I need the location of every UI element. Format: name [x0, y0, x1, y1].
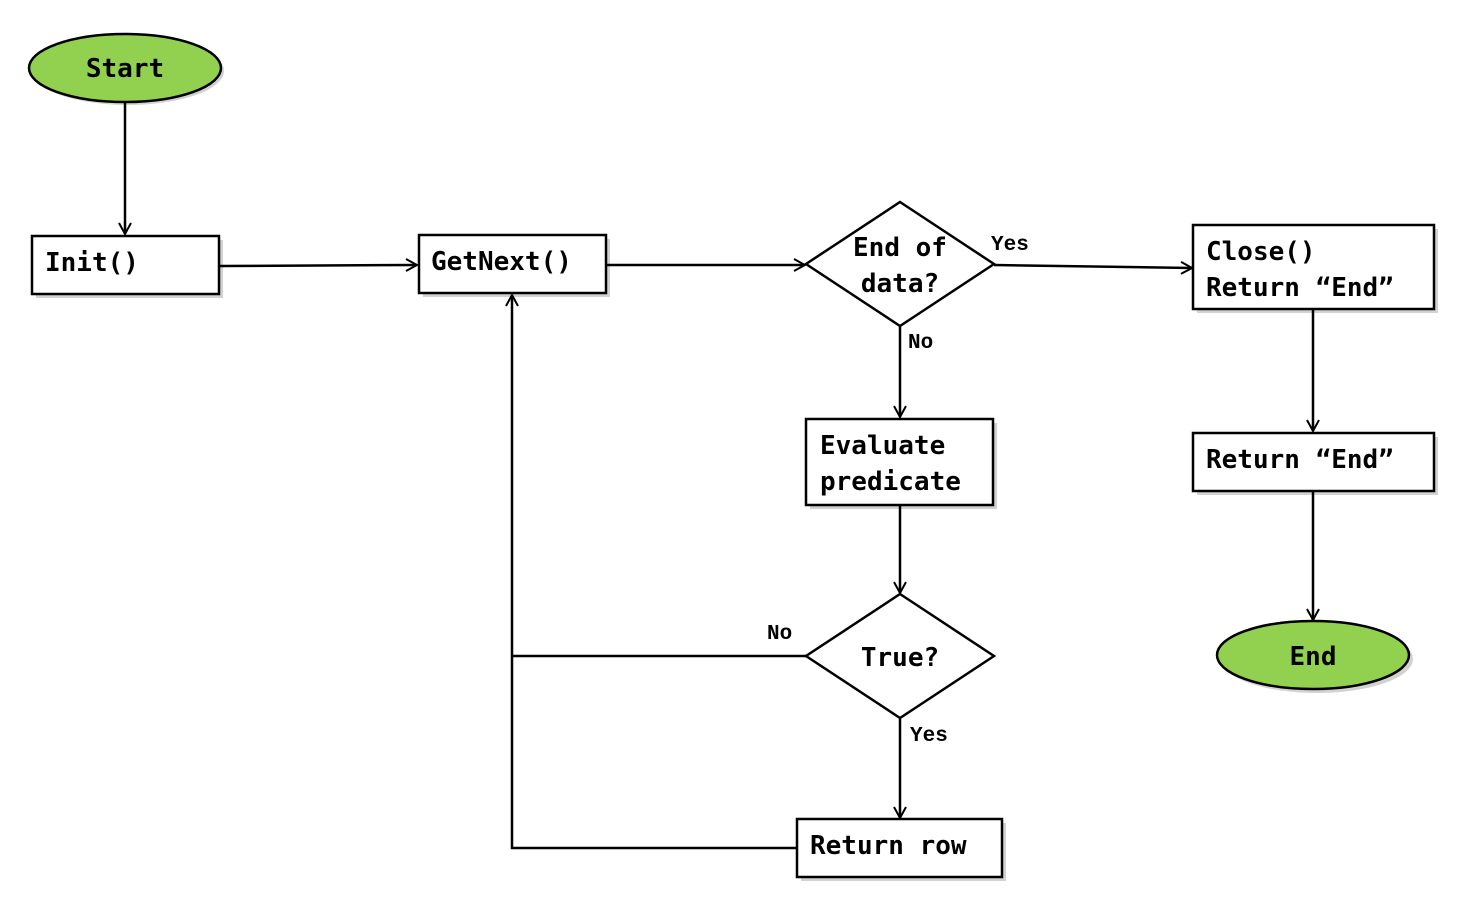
- close-return-line1: Close(): [1206, 237, 1316, 267]
- end-label: End: [1290, 642, 1337, 672]
- getnext-label: GetNext(): [431, 247, 572, 277]
- close-return-line2: Return “End”: [1206, 273, 1394, 303]
- node-end: End: [1215, 619, 1411, 691]
- edge-labels: Yes No No Yes: [767, 234, 1029, 748]
- init-label: Init(): [45, 248, 139, 278]
- node-return-end: Return “End”: [1191, 431, 1436, 493]
- end-of-data-line2: data?: [861, 269, 939, 299]
- return-row-label: Return row: [810, 831, 967, 861]
- edge-endofdata-yes-to-close: [993, 265, 1192, 268]
- edge-label-true-yes: Yes: [910, 725, 948, 748]
- node-true-check: True?: [803, 592, 997, 720]
- node-start: Start: [27, 32, 223, 104]
- start-label: Start: [86, 54, 164, 84]
- end-of-data-line1: End of: [853, 233, 947, 263]
- node-evaluate: Evaluate predicate: [804, 417, 995, 507]
- edge-init-to-getnext: [219, 265, 417, 266]
- evaluate-line1: Evaluate: [820, 431, 945, 461]
- node-return-row: Return row: [795, 817, 1004, 879]
- node-init: Init(): [30, 234, 221, 296]
- return-end-label: Return “End”: [1206, 445, 1394, 475]
- node-close-return: Close() Return “End”: [1191, 223, 1436, 311]
- edges: [125, 102, 1313, 850]
- edge-label-end-of-data-yes: Yes: [991, 234, 1029, 257]
- node-end-of-data: End of data?: [803, 200, 997, 328]
- true-check-label: True?: [861, 643, 939, 673]
- edge-returnrow-loop-to-getnext: [512, 295, 797, 850]
- edge-label-true-no: No: [767, 623, 792, 646]
- edge-label-end-of-data-no: No: [908, 332, 933, 355]
- evaluate-line2: predicate: [820, 467, 961, 497]
- node-getnext: GetNext(): [417, 233, 608, 295]
